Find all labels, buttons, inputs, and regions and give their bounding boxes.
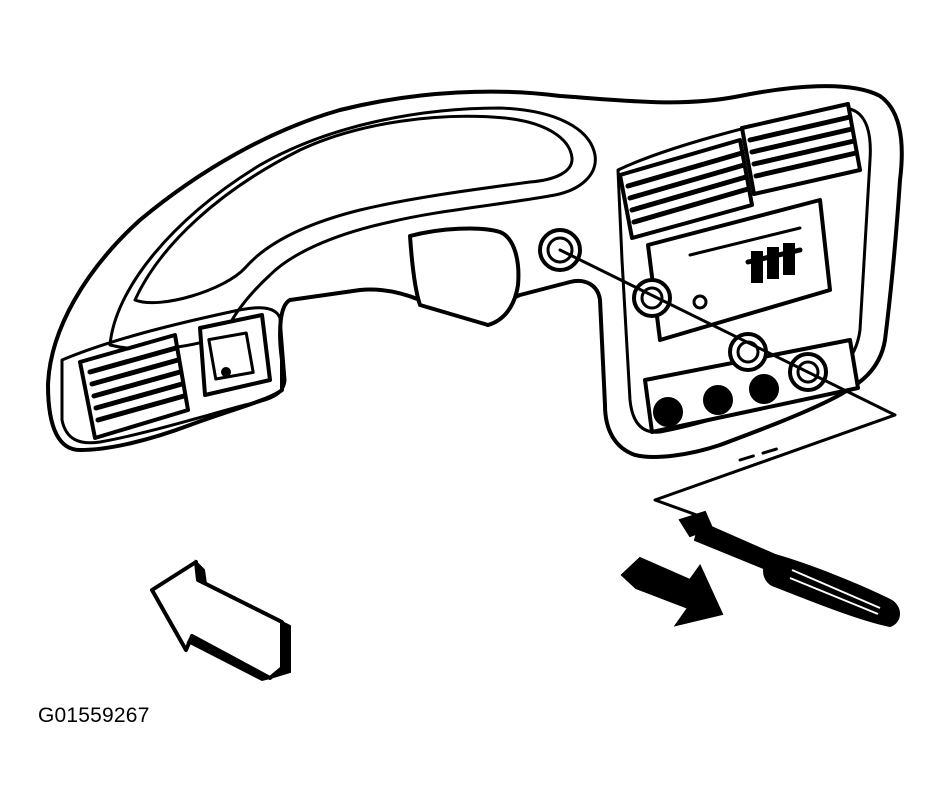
headlamp-switch [198, 313, 272, 397]
left-air-vent [78, 333, 190, 440]
leader-line [558, 248, 897, 520]
screwdriver-icon [678, 510, 900, 628]
center-air-vents [618, 102, 862, 240]
outline-arrow-icon [150, 559, 291, 682]
radio-unit [646, 198, 832, 342]
instrument-panel [46, 84, 904, 459]
left-lower-panel [60, 306, 287, 445]
cluster-opening [133, 114, 574, 305]
figure-caption-code: G01559267 [38, 704, 150, 727]
cluster-hood [108, 106, 597, 351]
solid-arrow-icon [620, 556, 724, 627]
steering-column-notch [408, 226, 521, 327]
leader-dash [738, 446, 782, 462]
